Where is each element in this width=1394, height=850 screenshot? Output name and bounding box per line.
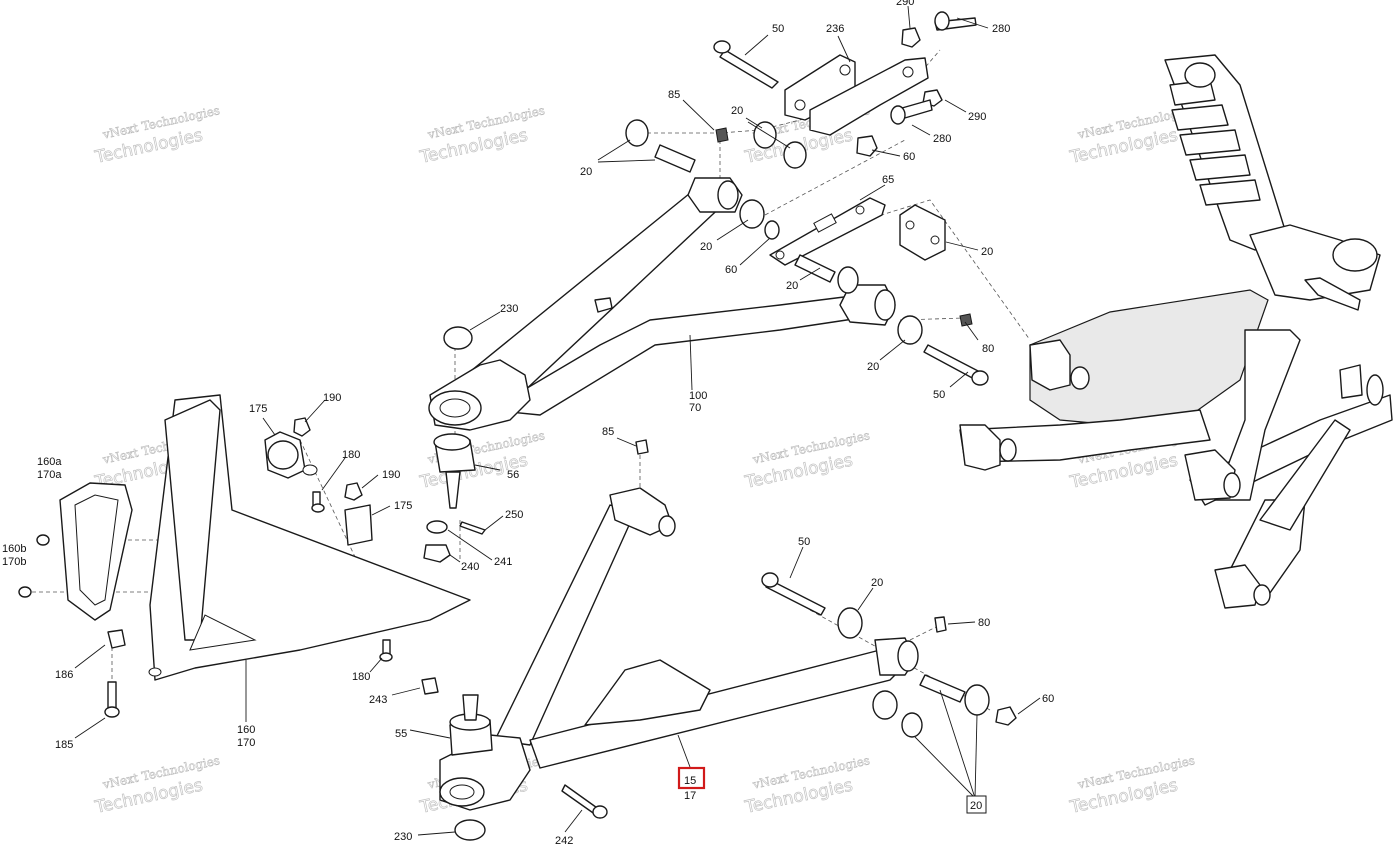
callout-160b: 160b — [2, 543, 26, 555]
callout-250: 250 — [505, 509, 523, 521]
callout-170b: 170b — [2, 556, 26, 568]
callout-20: 20 — [867, 361, 879, 373]
leader-lines — [74, 5, 1041, 836]
callout-186: 186 — [55, 669, 73, 681]
callout-280: 280 — [992, 23, 1010, 35]
assembled-suspension — [959, 54, 1393, 609]
callout-290: 290 — [968, 111, 986, 123]
callout-20: 20 — [981, 246, 993, 258]
callout-60: 60 — [1042, 693, 1054, 705]
callout-box — [966, 795, 987, 814]
callout-50: 50 — [772, 23, 784, 35]
lower-hardware — [421, 439, 1017, 841]
upper-a-arm — [428, 177, 896, 431]
callout-170: 170 — [237, 737, 255, 749]
callout-85: 85 — [602, 426, 614, 438]
skid-plate — [18, 394, 471, 681]
callout-20: 20 — [786, 280, 798, 292]
callout-20-boxed: 20 — [970, 800, 982, 812]
callout-175: 175 — [249, 403, 267, 415]
watermark: vNext Technologies Technologies — [742, 753, 871, 818]
callout-170a: 170a — [37, 469, 62, 481]
callout-80: 80 — [978, 617, 990, 629]
callouts: 290 280 50 236 85 20 290 280 60 20 65 20… — [2, 0, 1054, 847]
callout-230: 230 — [394, 831, 412, 843]
callout-185: 185 — [55, 739, 73, 751]
watermark: vNext Technologies Technologies — [1067, 753, 1196, 818]
callout-160a: 160a — [37, 456, 62, 468]
callout-290: 290 — [896, 0, 914, 8]
callout-65: 65 — [882, 174, 894, 186]
callout-100: 100 — [689, 390, 707, 402]
callout-20: 20 — [580, 166, 592, 178]
callout-242: 242 — [555, 835, 573, 847]
callout-15[interactable]: 15 — [684, 775, 696, 787]
callout-236: 236 — [826, 23, 844, 35]
callout-20: 20 — [871, 577, 883, 589]
callout-20: 20 — [700, 241, 712, 253]
callout-70: 70 — [689, 402, 701, 414]
callout-190: 190 — [323, 392, 341, 404]
callout-20: 20 — [731, 105, 743, 117]
watermark: vNext Technologies Technologies — [92, 753, 221, 818]
highlight-box — [677, 766, 706, 790]
callout-60: 60 — [725, 264, 737, 276]
watermark: vNext Technologies Technologies — [742, 428, 871, 493]
callout-56: 56 — [507, 469, 519, 481]
watermark: vNext Technologies Technologies — [417, 428, 546, 493]
callout-50: 50 — [933, 389, 945, 401]
callout-17: 17 — [684, 790, 696, 802]
callout-180: 180 — [342, 449, 360, 461]
upper-hardware — [423, 11, 989, 563]
callout-50: 50 — [798, 536, 810, 548]
watermark: vNext Technologies Technologies — [417, 103, 546, 168]
callout-60: 60 — [903, 151, 915, 163]
skid-hardware — [104, 417, 393, 718]
callout-243: 243 — [369, 694, 387, 706]
lower-a-arm — [439, 487, 919, 811]
callout-55: 55 — [395, 728, 407, 740]
watermark: vNext Technologies Technologies — [92, 103, 221, 168]
callout-190: 190 — [382, 469, 400, 481]
callout-241: 241 — [494, 556, 512, 568]
callout-180: 180 — [352, 671, 370, 683]
callout-280: 280 — [933, 133, 951, 145]
callout-160: 160 — [237, 724, 255, 736]
callout-80: 80 — [982, 343, 994, 355]
callout-85: 85 — [668, 89, 680, 101]
callout-175: 175 — [394, 500, 412, 512]
callout-240: 240 — [461, 561, 479, 573]
callout-230: 230 — [500, 303, 518, 315]
